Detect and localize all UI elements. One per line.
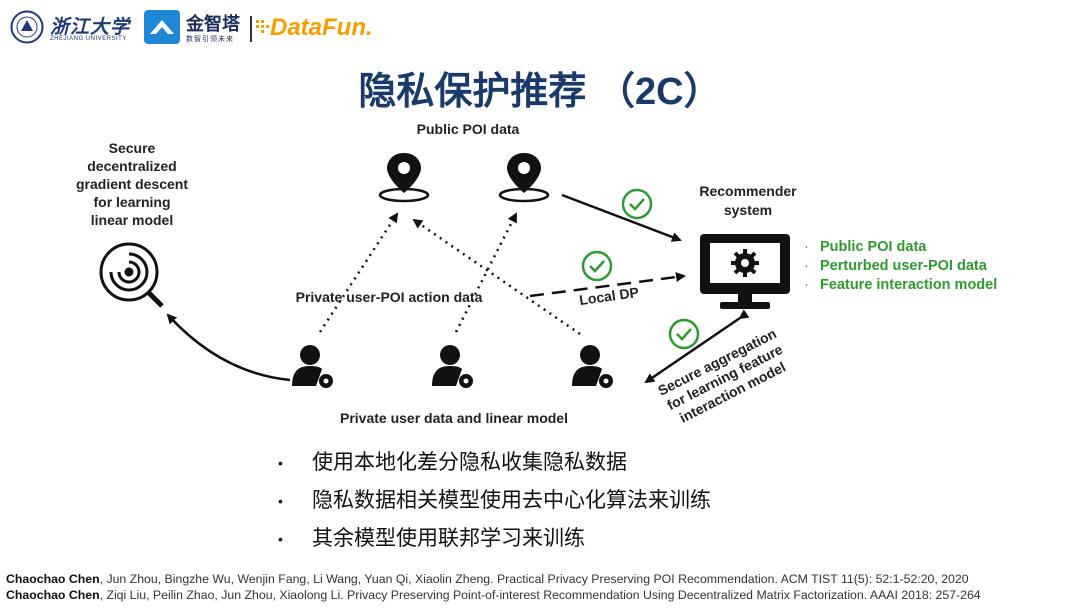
jinzhita-name: 金智塔 [186,14,240,34]
header-logos: 浙江大学 ZHEJIANG UNIVERSITY 金智塔 数智引领未来 Data… [6,8,406,48]
check-circle-icon [668,318,700,350]
zju-english-name: ZHEJIANG UNIVERSITY [50,36,127,42]
dotted-user1-to-poi1 [318,212,399,333]
secure-decentralized-label: Secure decentralized gradient descent fo… [75,140,189,228]
users-label: Private user data and linear model [340,410,568,426]
arrow-public-poi-to-recommender [561,193,682,242]
user-gear-icon [572,345,613,388]
list-item: •其余模型使用联邦学习来训练 [278,527,585,550]
slide-title: 隐私保护推荐 （2C） [358,71,722,113]
references: Chaochao Chen, Jun Zhou, Bingzhe Wu, Wen… [6,571,981,603]
logo-divider [250,16,252,42]
arrow-local-dp-to-recommender [529,272,686,298]
location-pin-icon [498,153,550,203]
jinzhita-logo-icon [144,10,180,44]
list-item: ·Feature interaction model [804,277,998,293]
reference-item: Chaochao Chen, Jun Zhou, Bingzhe Wu, Wen… [6,572,969,586]
jinzhita-tagline: 数智引领未来 [186,36,234,43]
dotted-user3-to-poi1 [412,218,581,336]
reference-item: Chaochao Chen, Ziqi Liu, Peilin Zhao, Ju… [6,588,981,602]
arrow-secure-aggregation [644,309,750,384]
list-item: ·Public POI data [804,239,927,255]
list-item: ·Perturbed user-POI data [804,258,987,274]
check-circle-icon [621,188,653,220]
user-gear-icon [292,345,333,388]
public-poi-label: Public POI data [416,121,520,137]
recommender-features-list: ·Public POI data ·Perturbed user-POI dat… [804,238,997,295]
zju-seal-logo [10,10,44,44]
location-pin-icon [378,153,430,203]
check-circle-icon [581,250,613,282]
datafun-dots-icon [256,20,269,33]
computer-monitor-gear-icon [700,234,790,309]
list-item: •使用本地化差分隐私收集隐私数据 [278,451,627,474]
arrow-user-to-decentralized [166,313,291,382]
user-gear-icon [432,345,473,388]
dotted-user2-to-poi2 [454,212,518,333]
zju-name: 浙江大学 [50,16,131,38]
private-action-label: Private user-POI action data [295,289,483,305]
bullet-list: •使用本地化差分隐私收集隐私数据 •隐私数据相关模型使用去中心化算法来训练 •其… [278,444,711,558]
datafun-logo: DataFun. [270,14,373,41]
fingerprint-search-icon [99,242,164,308]
list-item: •隐私数据相关模型使用去中心化算法来训练 [278,489,711,512]
recommender-label: Recommender system [699,183,797,218]
